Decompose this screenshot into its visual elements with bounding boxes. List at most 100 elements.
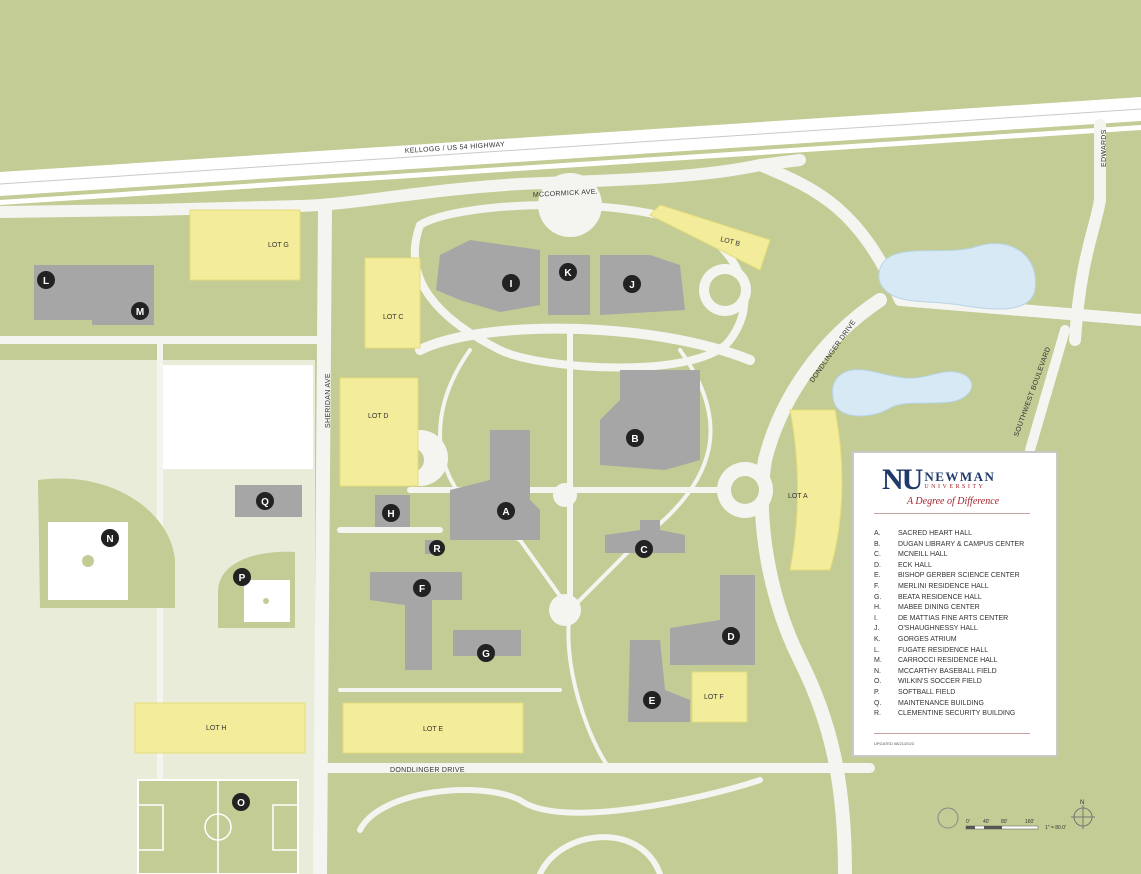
svg-text:0': 0' [966,819,970,825]
legend-item: O.WILKIN'S SOCCER FIELD [874,677,1024,688]
brand-name: NEWMAN [924,469,996,484]
legend-item-name: DUGAN LIBRARY & CAMPUS CENTER [898,540,1025,548]
legend-item-key: J. [874,625,880,633]
legend-item: Q.MAINTENANCE BUILDING [874,699,1024,710]
svg-text:C: C [640,545,647,556]
legend-item-name: DE MATTIAS FINE ARTS CENTER [898,614,1009,622]
lot-a-label: LOT A [788,493,808,500]
svg-text:B: B [631,434,638,445]
marker-j[interactable]: J [623,275,641,293]
legend-item-name: GORGES ATRIUM [898,635,957,643]
building-i [436,240,540,312]
sheridan-label: SHERIDAN AVE [325,373,332,428]
legend-item: L.FUGATE RESIDENCE HALL [874,646,1024,657]
legend-item: I. DE MATTIAS FINE ARTS CENTER [874,614,1024,625]
nu-logo-mark: NU [882,463,923,496]
building-f [370,572,462,670]
marker-r[interactable]: R [429,540,445,556]
marker-b[interactable]: B [626,429,644,447]
lot-a [789,409,843,571]
legend-item-key: H. [874,604,881,612]
svg-text:F: F [419,584,425,595]
marker-i[interactable]: I [502,274,520,292]
marker-f[interactable]: F [413,579,431,597]
lot-d [339,377,419,487]
legend-item-key: C. [874,551,881,559]
kellogg-highway [0,97,1141,205]
legend-item-name: WILKIN'S SOCCER FIELD [898,678,982,686]
legend-item: B. DUGAN LIBRARY & CAMPUS CENTER [874,540,1024,551]
legend-item: M. CARROCCI RESIDENCE HALL [874,656,1024,667]
building-c [605,520,685,553]
svg-text:H: H [387,509,394,520]
legend-item-name: FUGATE RESIDENCE HALL [898,646,989,654]
marker-g[interactable]: G [477,644,495,662]
legend-item-key: P. [874,688,880,696]
svg-text:D: D [727,632,734,643]
scale-bar: 0' 40' 80' 160' 1" = 80.0' [937,807,1066,831]
legend-item-key: Q. [874,699,882,707]
legend-item: P.SOFTBALL FIELD [874,688,1024,699]
legend-item-name: CARROCCI RESIDENCE HALL [898,657,998,665]
legend-item: G.BEATA RESIDENCE HALL [874,593,1024,604]
legend-item-name: O'SHAUGHNESSY HALL [898,625,978,633]
legend-item-key: R. [874,710,881,718]
svg-text:M: M [136,307,144,318]
svg-text:G: G [482,649,490,660]
lot-e [342,702,524,754]
newman-logo: NU NEWMAN UNIVERSITY [882,465,995,495]
marker-d[interactable]: D [722,627,740,645]
legend-item-name: MERLINI RESIDENCE HALL [898,582,989,590]
svg-text:K: K [564,268,572,279]
lot-e-label: LOT E [423,726,443,733]
parking-lots [134,204,843,754]
building-markers: A B C D E F G H I J K L M N O P Q R [37,263,740,811]
legend-item: N. MCCARTHY BASEBALL FIELD [874,667,1024,678]
legend-item-key: B. [874,540,881,548]
marker-e[interactable]: E [643,691,661,709]
lot-g [189,209,301,281]
building-j [600,255,685,315]
lot-d-label: LOT D [368,413,389,420]
legend-item-name: CLEMENTINE SECURITY BUILDING [898,710,1016,718]
legend-item-key: F. [874,582,880,590]
legend-divider-top [874,513,1030,514]
svg-text:L: L [43,276,49,287]
legend-item-name: MCCARTHY BASEBALL FIELD [898,667,997,675]
marker-c[interactable]: C [635,540,653,558]
marker-a[interactable]: A [497,502,515,520]
legend-item-key: E. [874,572,881,580]
marker-n[interactable]: N [101,529,119,547]
svg-text:E: E [649,696,656,707]
marker-p[interactable]: P [233,568,251,586]
legend-item-key: N. [874,667,881,675]
legend-item-key: M. [874,657,882,665]
marker-o[interactable]: O [232,793,250,811]
updated-date: UPDATED 08/21/2023 [874,741,914,746]
pond-north [878,243,1037,310]
marker-q[interactable]: Q [256,492,274,510]
legend-item: C. MCNEILL HALL [874,550,1024,561]
svg-text:160': 160' [1025,819,1034,825]
legend-item: D.ECK HALL [874,561,1024,572]
marker-h[interactable]: H [382,504,400,522]
marker-m[interactable]: M [131,302,149,320]
tagline: A Degree of Difference [907,496,1000,507]
legend-item: F. MERLINI RESIDENCE HALL [874,582,1024,593]
legend-item-key: I. [874,614,878,622]
legend-item-name: SACRED HEART HALL [898,530,973,537]
marker-l[interactable]: L [37,271,55,289]
svg-text:A: A [502,507,509,518]
lot-h [134,702,306,754]
marker-k[interactable]: K [559,263,577,281]
legend-item: J. O'SHAUGHNESSY HALL [874,624,1024,635]
lot-c-label: LOT C [383,314,404,321]
legend-item-name: MCNEILL HALL [898,551,948,559]
svg-text:1" = 80.0': 1" = 80.0' [1045,825,1066,831]
open-lot-area [163,365,313,469]
svg-text:J: J [629,280,635,291]
svg-text:P: P [239,573,246,584]
lot-g-label: LOT G [268,242,289,249]
